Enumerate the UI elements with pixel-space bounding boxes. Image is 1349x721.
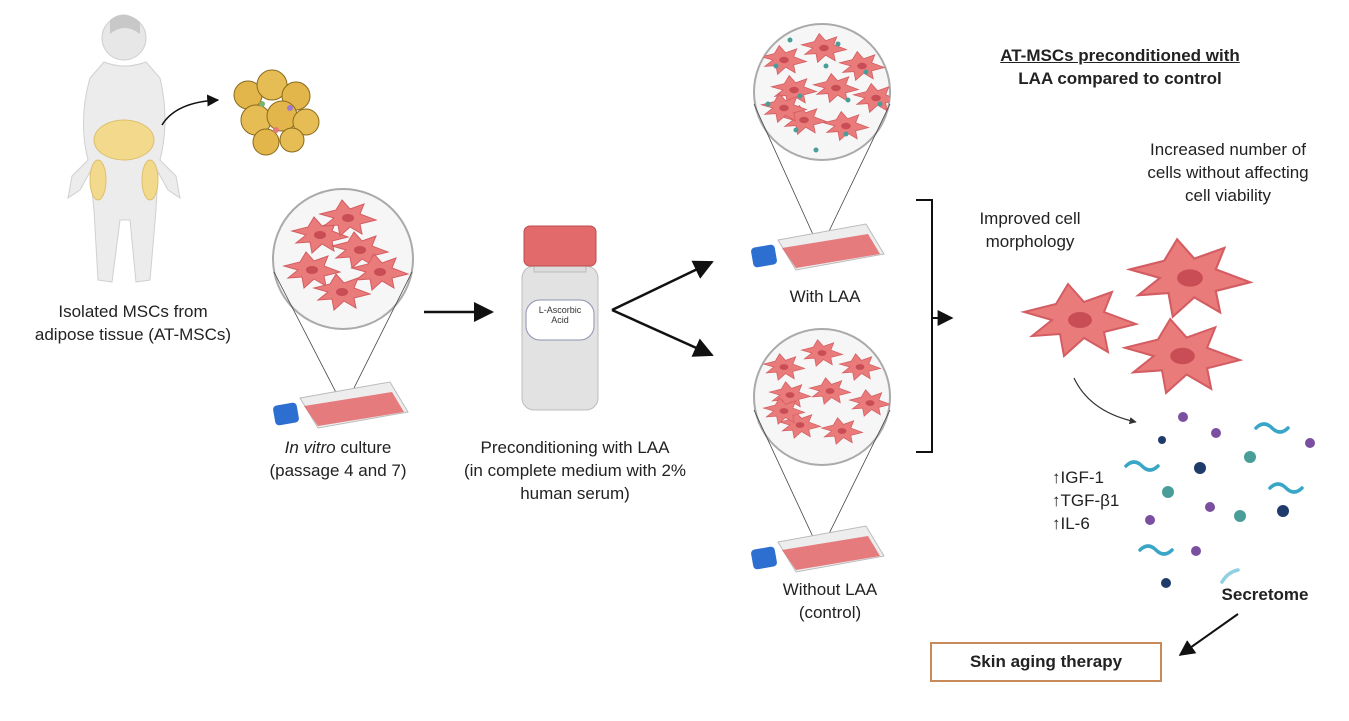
comparison-bracket — [916, 199, 933, 453]
increased-line1: Increased number of — [1150, 140, 1306, 159]
growth-factors-list: ↑IGF-1 ↑TGF-β1 ↑IL-6 — [1052, 466, 1132, 535]
bottle-label: L-Ascorbic Acid — [528, 305, 592, 325]
with-laa-label: With LAA — [789, 287, 861, 306]
with-laa-cells-circle — [753, 23, 891, 161]
isolated-label: Isolated MSCs from adipose tissue (AT-MS… — [8, 300, 258, 346]
without-laa-label: Without LAA (control) — [750, 578, 910, 624]
human-figure — [67, 14, 181, 283]
isolated-label-line2: adipose tissue (AT-MSCs) — [34, 325, 232, 344]
improved-line1: Improved cell — [979, 209, 1081, 228]
increased-line2: cells without affecting — [1147, 163, 1309, 182]
factor-igf1: ↑IGF-1 — [1052, 468, 1104, 487]
without-laa-line2: (control) — [798, 603, 862, 622]
ascorbic-acid-bottle — [521, 225, 599, 411]
isolated-label-line1: Isolated MSCs from — [58, 302, 208, 321]
without-laa-line1: Without LAA — [782, 580, 878, 599]
improved-morphology-label: Improved cell morphology — [950, 207, 1110, 253]
results-heading: AT-MSCs preconditioned with LAA compared… — [960, 44, 1280, 90]
factor-il6: ↑IL-6 — [1052, 514, 1090, 533]
arrow-to-adipose — [161, 94, 220, 126]
secretome-particles — [1124, 412, 1315, 588]
result-cells — [1023, 238, 1252, 394]
arrow-to-secretome — [1073, 377, 1137, 425]
increased-number-label: Increased number of cells without affect… — [1108, 138, 1348, 207]
without-laa-flask-icon — [751, 525, 885, 573]
skin-aging-therapy-label: Skin aging therapy — [969, 652, 1123, 671]
skin-aging-therapy-box: Skin aging therapy — [930, 642, 1162, 682]
improved-line2: morphology — [985, 232, 1075, 251]
results-heading-line1: AT-MSCs preconditioned with — [1000, 46, 1240, 65]
without-laa-cells-circle — [753, 328, 891, 466]
culture-flask-icon — [273, 381, 409, 429]
culture-label-line2: (passage 4 and 7) — [269, 461, 407, 480]
factor-tgfb1: ↑TGF-β1 — [1052, 491, 1120, 510]
arrow-to-with-laa — [611, 260, 714, 312]
culture-label-italic: In vitro — [284, 438, 336, 457]
culture-cells-circle — [272, 188, 414, 330]
with-laa-flask-icon — [751, 223, 885, 271]
precond-line1: Preconditioning with LAA — [480, 438, 670, 457]
arrow-to-therapy — [1178, 613, 1239, 656]
arrow-to-without-laa — [611, 308, 714, 357]
precond-line3: human serum) — [520, 484, 630, 503]
bottle-label-line2: Acid — [551, 315, 569, 325]
adipose-tissue-icon — [233, 69, 320, 156]
secretome-label: Secretome — [1221, 585, 1309, 604]
increased-line3: cell viability — [1185, 186, 1271, 205]
preconditioning-label: Preconditioning with LAA (in complete me… — [420, 436, 730, 505]
culture-label: In vitro culture (passage 4 and 7) — [238, 436, 438, 482]
precond-line2: (in complete medium with 2% — [463, 461, 687, 480]
bottle-label-line1: L-Ascorbic — [538, 305, 582, 315]
culture-label-rest: culture — [335, 438, 392, 457]
results-heading-line2: LAA compared to control — [1018, 69, 1222, 88]
